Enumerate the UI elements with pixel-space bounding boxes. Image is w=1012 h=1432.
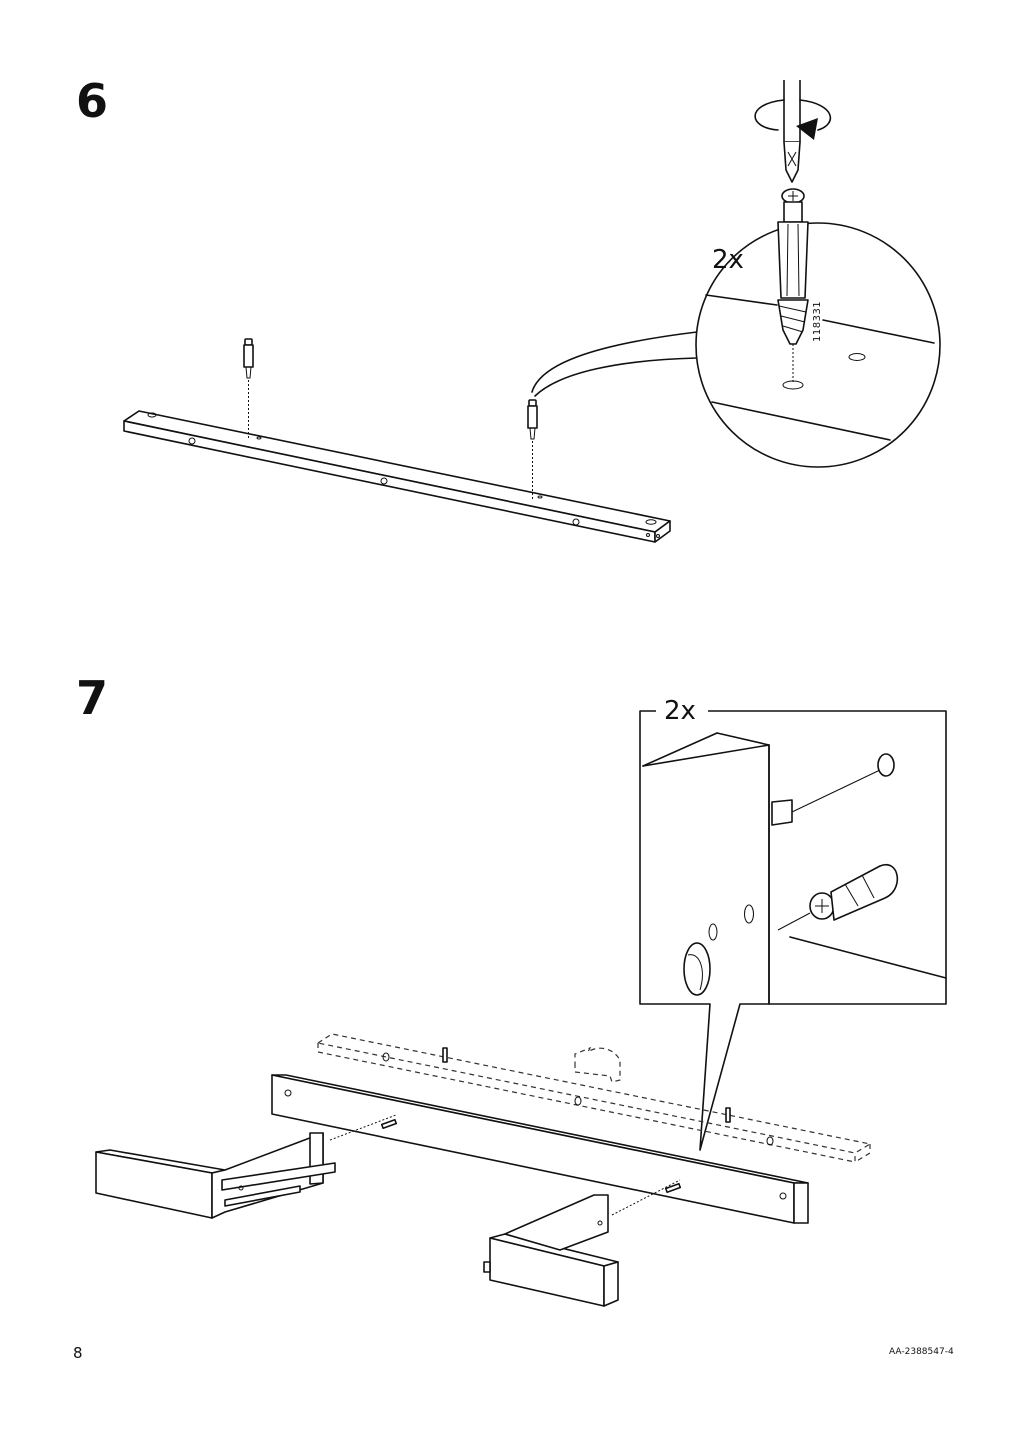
screwdriver-icon (783, 80, 801, 183)
rotate-arrow-icon (574, 1046, 621, 1083)
step-6-quantity-label: 2x (712, 245, 744, 275)
rotate-clockwise-icon (754, 99, 832, 140)
cam-dowel-icon (527, 399, 538, 500)
magnifier-callout-icon (695, 188, 941, 468)
step-7-frame-illustration (95, 1033, 872, 1307)
cam-dowel-icon (777, 863, 899, 931)
step-6-number: 6 (76, 74, 109, 128)
step-6-rail-illustration (123, 331, 698, 543)
step-7-quantity-label: 2x (664, 696, 696, 726)
document-code: AA-2388547-4 (889, 1347, 954, 1357)
step-6-part-number: 118331 (812, 300, 823, 342)
page-number: 8 (73, 1344, 83, 1362)
detail-callout-icon (639, 709, 947, 1151)
cam-dowel-icon (243, 338, 254, 440)
step-7-number: 7 (76, 671, 109, 725)
